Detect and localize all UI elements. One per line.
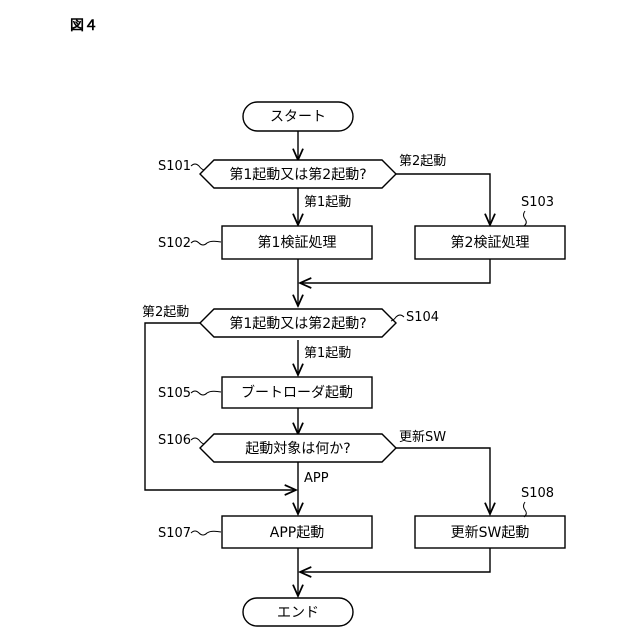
leader-s107 (191, 531, 221, 535)
edge-label-s104-second: 第2起動 (142, 305, 189, 320)
start-label: スタート (270, 109, 326, 125)
process-s102-label: 第1検証処理 (258, 234, 337, 251)
figure-title: 図４ (70, 18, 98, 34)
leader-s101 (191, 164, 204, 170)
step-label-s104: S104 (406, 310, 439, 325)
leader-s108 (524, 502, 527, 517)
edge-s106-to-s108 (395, 448, 490, 514)
leader-s102 (191, 241, 221, 245)
step-label-s105: S105 (158, 386, 191, 401)
edge-label-s106-update: 更新SW (399, 429, 446, 445)
leader-s105 (191, 391, 221, 395)
decision-s101-label: 第1起動又は第2起動? (229, 166, 366, 183)
edge-s103-merge (300, 259, 490, 283)
process-s107-label: APP起動 (270, 525, 324, 541)
leader-s106 (191, 438, 204, 444)
process-s103-label: 第2検証処理 (451, 234, 530, 251)
step-label-s106: S106 (158, 433, 191, 448)
edge-s101-to-s103 (395, 174, 490, 225)
edge-label-s104-first: 第1起動 (304, 346, 351, 361)
edge-label-s106-app: APP (304, 471, 329, 486)
edge-label-s101-first: 第1起動 (304, 195, 351, 210)
leader-s104 (391, 315, 404, 321)
leader-s103 (524, 211, 527, 226)
step-label-s107: S107 (158, 526, 191, 541)
edge-label-s101-second: 第2起動 (399, 154, 446, 169)
edge-s108-merge (300, 548, 490, 572)
step-label-s102: S102 (158, 236, 191, 251)
step-label-s108: S108 (521, 486, 554, 501)
step-label-s101: S101 (158, 159, 191, 174)
process-s105-label: ブートローダ起動 (241, 384, 353, 401)
process-s108-label: 更新SW起動 (451, 525, 530, 541)
decision-s106-label: 起動対象は何か? (245, 441, 350, 457)
end-label: エンド (277, 605, 319, 621)
decision-s104-label: 第1起動又は第2起動? (229, 315, 366, 332)
step-label-s103: S103 (521, 195, 554, 210)
